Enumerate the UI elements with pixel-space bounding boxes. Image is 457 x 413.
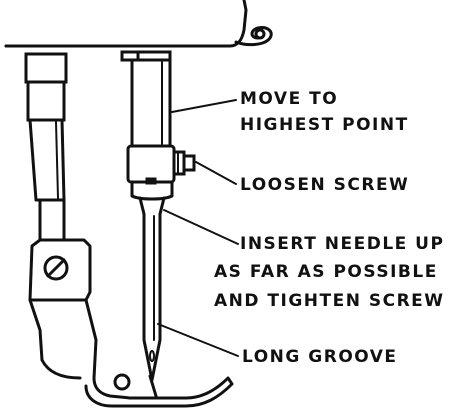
needle-clamp [126, 144, 176, 201]
clamp-screw [172, 150, 196, 176]
needle-bar [120, 50, 172, 148]
label-insert-needle: INSERT NEEDLE UP [240, 234, 445, 254]
leader-insert [163, 209, 239, 245]
label-move-to: MOVE TO [240, 89, 339, 109]
leader-lines [157, 99, 239, 357]
needle [138, 196, 166, 382]
label-as-far-as-possible: AS FAR AS POSSIBLE [214, 262, 438, 282]
label-loosen-screw: LOOSEN SCREW [240, 175, 410, 195]
presser-bar [24, 52, 68, 242]
leader-groove [157, 323, 239, 357]
leader-move [171, 99, 237, 113]
machine-head [4, 0, 273, 48]
label-highest-point: HIGHEST POINT [240, 115, 409, 135]
label-long-groove: LONG GROOVE [242, 347, 398, 367]
leader-loosen [195, 161, 237, 185]
label-tighten-screw: AND TIGHTEN SCREW [214, 291, 445, 311]
presser-foot [28, 238, 234, 408]
